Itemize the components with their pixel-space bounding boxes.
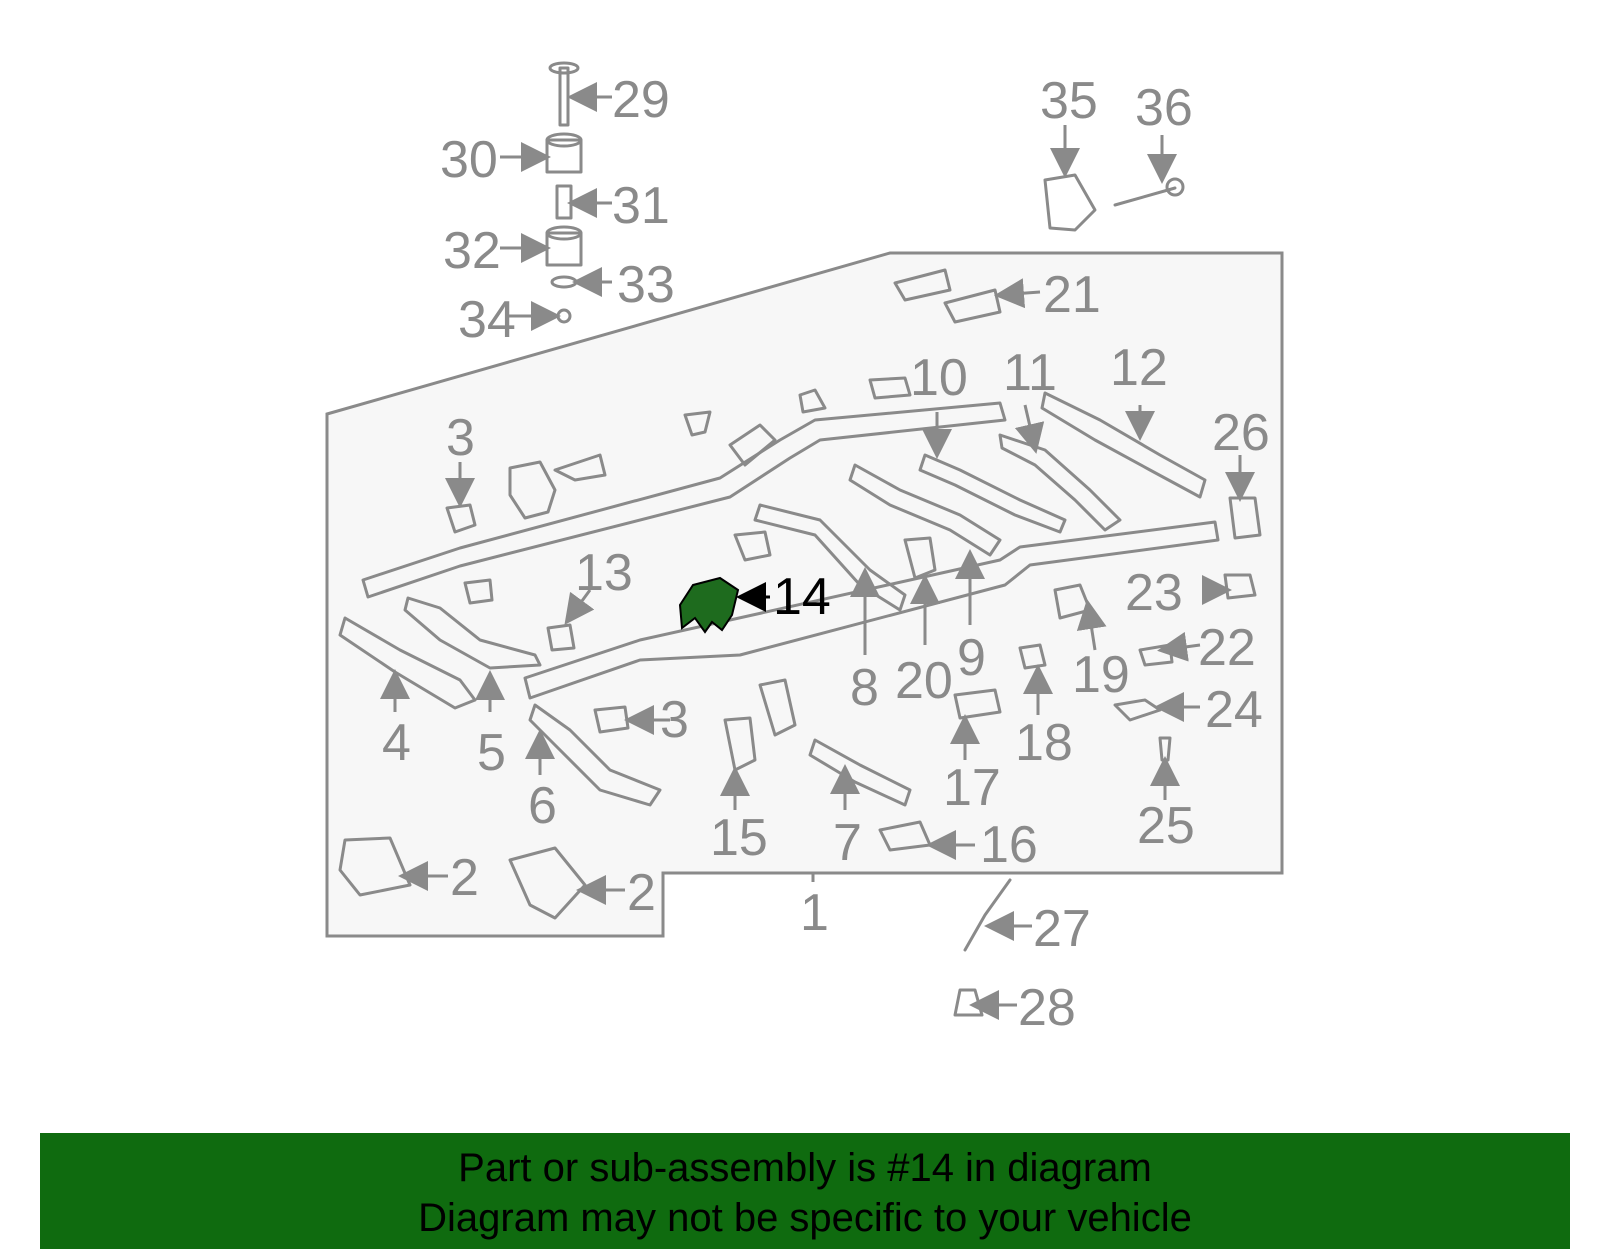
label-26: 26 — [1212, 404, 1270, 462]
label-28: 28 — [1018, 979, 1076, 1037]
highlighted-part-14[interactable] — [678, 576, 740, 634]
label-32: 32 — [443, 222, 501, 280]
label-10: 10 — [910, 349, 968, 407]
label-3b: 3 — [660, 691, 689, 749]
label-15: 15 — [710, 809, 768, 867]
label-1: 1 — [800, 884, 829, 942]
label-33: 33 — [617, 256, 675, 314]
label-25: 25 — [1137, 797, 1195, 855]
label-30: 30 — [440, 131, 498, 189]
label-23: 23 — [1125, 564, 1183, 622]
label-2a: 2 — [450, 849, 479, 907]
label-17: 17 — [943, 759, 1001, 817]
label-4: 4 — [382, 714, 411, 772]
label-14: 14 — [773, 568, 831, 626]
label-20: 20 — [895, 652, 953, 710]
info-banner: Part or sub-assembly is #14 in diagram D… — [40, 1133, 1570, 1249]
banner-line-2: Diagram may not be specific to your vehi… — [418, 1196, 1192, 1240]
label-3a: 3 — [446, 409, 475, 467]
callout-labels: 1 2 2 3 3 4 5 6 7 8 9 10 11 12 13 14 15 … — [382, 71, 1270, 1037]
label-8: 8 — [850, 659, 879, 717]
label-31: 31 — [612, 177, 670, 235]
label-29: 29 — [612, 71, 670, 129]
label-22: 22 — [1198, 619, 1256, 677]
label-36: 36 — [1135, 79, 1193, 137]
label-27: 27 — [1033, 900, 1091, 958]
label-35: 35 — [1040, 72, 1098, 130]
label-19: 19 — [1072, 646, 1130, 704]
label-9: 9 — [957, 629, 986, 687]
label-2b: 2 — [627, 864, 656, 922]
label-21: 21 — [1043, 266, 1101, 324]
label-7: 7 — [833, 814, 862, 872]
label-12: 12 — [1110, 339, 1168, 397]
label-5: 5 — [477, 724, 506, 782]
label-6: 6 — [528, 777, 557, 835]
label-24: 24 — [1205, 681, 1263, 739]
label-34: 34 — [458, 291, 516, 349]
label-11: 11 — [1003, 344, 1057, 402]
bushing-stack — [545, 61, 583, 324]
label-16: 16 — [980, 816, 1038, 874]
frame-rails — [338, 391, 1220, 807]
label-18: 18 — [1015, 714, 1073, 772]
callout-arrows — [380, 82, 1255, 1020]
banner-line-1: Part or sub-assembly is #14 in diagram — [458, 1146, 1152, 1190]
label-13: 13 — [575, 544, 633, 602]
